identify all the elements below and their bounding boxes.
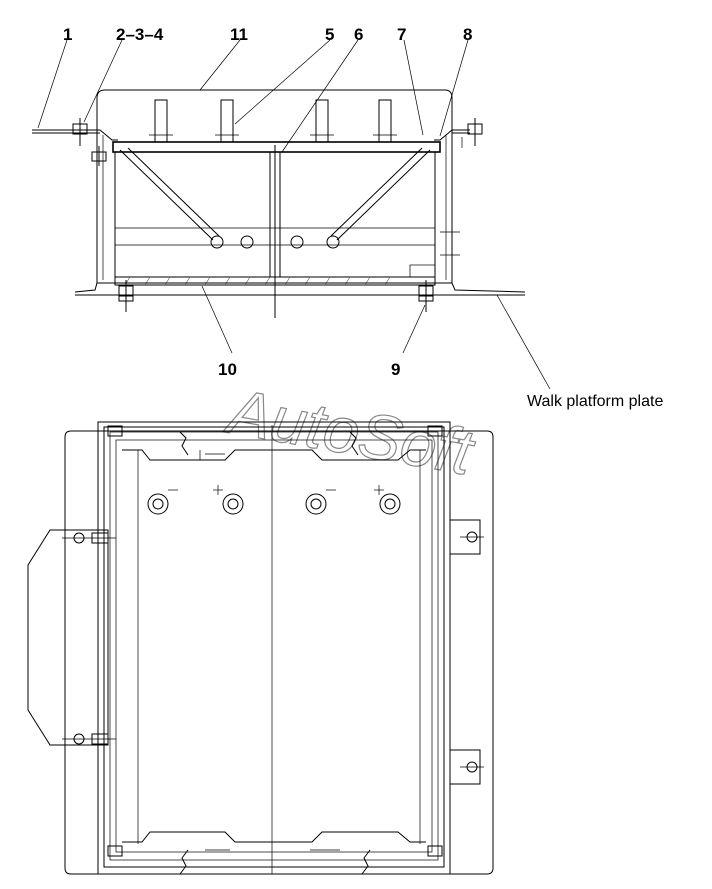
terminals xyxy=(149,99,397,143)
leader-lines xyxy=(37,39,551,390)
side-view xyxy=(32,89,526,318)
callout-8: 8 xyxy=(463,25,472,44)
callout-9: 9 xyxy=(391,360,400,379)
plan-view xyxy=(27,421,494,875)
callout-1: 1 xyxy=(63,25,72,44)
callout-2-3-4: 2–3–4 xyxy=(116,25,164,44)
callout-7: 7 xyxy=(397,25,406,44)
callout-6: 6 xyxy=(354,25,363,44)
callout-5: 5 xyxy=(325,25,334,44)
callout-11: 11 xyxy=(230,25,248,44)
walk-platform-label: Walk platform plate xyxy=(527,393,663,410)
callout-10: 10 xyxy=(218,360,237,379)
callouts: 1 2–3–4 11 5 6 7 8 10 9 Walk platform pl… xyxy=(63,25,663,410)
